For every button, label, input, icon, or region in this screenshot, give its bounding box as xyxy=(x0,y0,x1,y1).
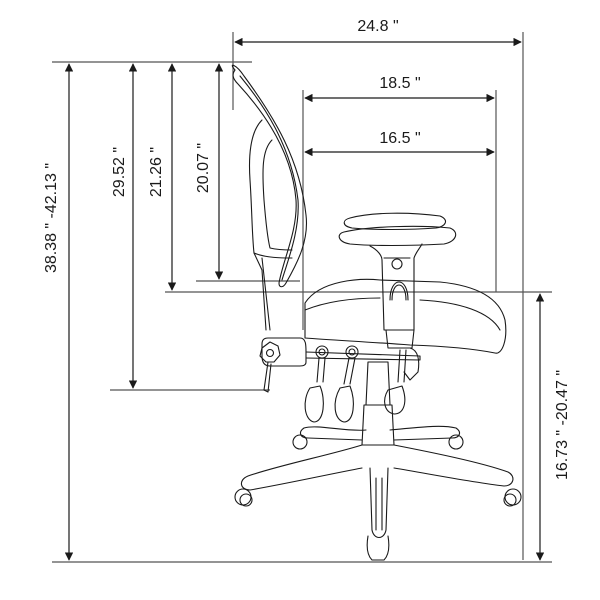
dimension-lines xyxy=(52,32,552,563)
chair-drawing xyxy=(231,64,522,561)
back-frame xyxy=(249,119,293,259)
label-overall-height: 38.38 " -42.13 " xyxy=(43,162,60,274)
seat-mechanism xyxy=(261,337,307,367)
label-back-pad-height: 20.07 " xyxy=(195,142,212,194)
label-back-height: 29.52 " xyxy=(111,146,128,198)
armrest-post xyxy=(369,243,423,331)
backrest xyxy=(231,64,308,288)
gas-cylinder xyxy=(365,361,391,406)
seat-cushion xyxy=(304,278,507,354)
tilt-knob xyxy=(259,341,281,363)
armrest-pad xyxy=(343,212,447,231)
label-seat-depth-inner: 16.5 " xyxy=(379,130,421,147)
label-seat-height: 16.73 " -20.47 " xyxy=(554,369,571,481)
label-overall-depth: 24.8 " xyxy=(357,18,399,35)
adjustment-levers xyxy=(304,345,420,423)
casters xyxy=(234,434,522,561)
dimension-arrows xyxy=(64,37,545,561)
star-base xyxy=(240,425,514,539)
label-seat-to-top: 21.26 " xyxy=(148,146,165,198)
label-seat-depth-outer: 18.5 " xyxy=(379,75,421,92)
